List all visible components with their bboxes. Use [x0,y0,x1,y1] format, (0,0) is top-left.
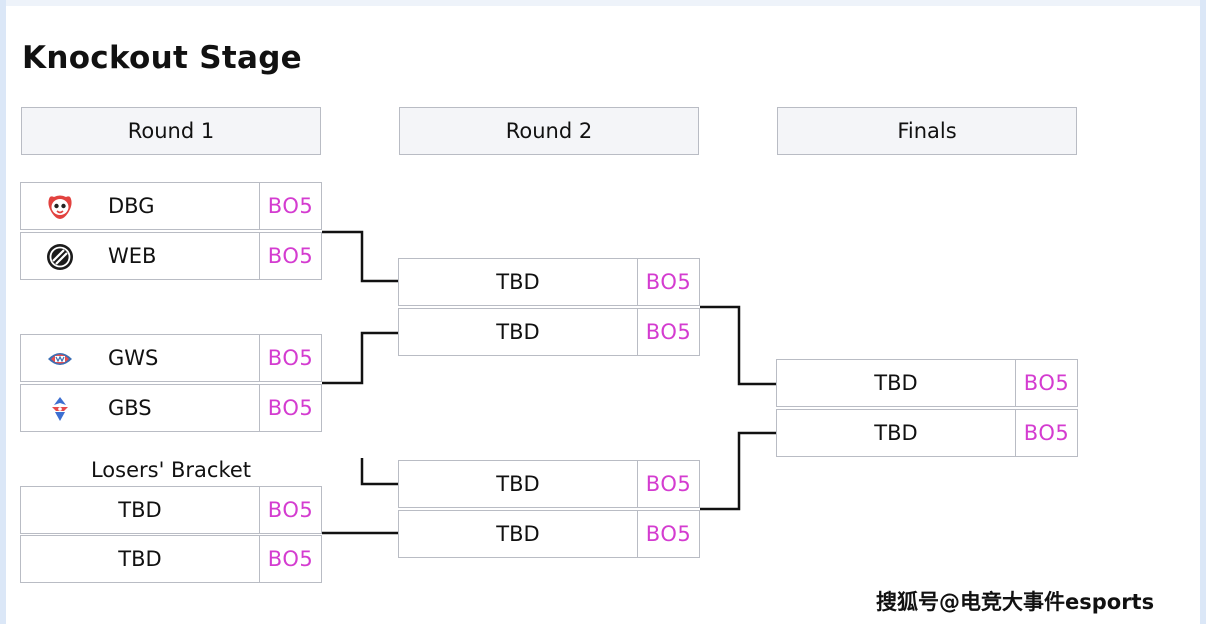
team-name: TBD [118,498,162,522]
match-format-badge: BO5 [1023,421,1070,445]
team-name: WEB [108,244,157,268]
match-format-badge: BO5 [645,320,692,344]
round1-match1-team-a-row[interactable]: DBG BO5 [20,182,322,230]
connector-loser-feed [360,458,399,486]
team-name: GBS [108,396,152,420]
team-name: TBD [496,270,540,294]
gbs-logo-icon [52,397,68,421]
finals-team-b-row[interactable]: TBD BO5 [776,409,1078,457]
match-format-badge: BO5 [267,244,314,268]
round2-match1-team-a-row[interactable]: TBD BO5 [398,258,700,306]
frame-top-edge [0,0,1206,6]
page-title: Knockout Stage [22,40,303,76]
team-name: TBD [496,522,540,546]
match-format-badge: BO5 [645,522,692,546]
losers-bracket-label: Losers' Bracket [90,458,252,482]
round1-match2-team-a-row[interactable]: GWS BO5 [20,334,322,382]
web-logo-icon [47,244,73,270]
match-format-badge: BO5 [267,194,314,218]
connector-r1m1-to-r2m1 [322,230,399,283]
dbg-logo-icon [48,195,72,219]
finals-header: Finals [777,107,1077,155]
team-name: TBD [874,371,918,395]
frame-left-edge [0,0,6,624]
connector-r2m2-to-finals [700,431,777,511]
finals-team-a-row[interactable]: TBD BO5 [776,359,1078,407]
round2-match1-team-b-row[interactable]: TBD BO5 [398,308,700,356]
team-name: TBD [118,547,162,571]
match-format-badge: BO5 [645,472,692,496]
watermark-text: 搜狐号@电竞大事件esports [876,590,1155,614]
round-2-header: Round 2 [399,107,699,155]
round1-match2-team-b-row[interactable]: GBS BO5 [20,384,322,432]
connector-r2m1-to-finals [700,305,777,386]
team-name: DBG [108,194,155,218]
round2-match2-team-a-row[interactable]: TBD BO5 [398,460,700,508]
losers-match-team-a-row[interactable]: TBD BO5 [20,486,322,534]
match-format-badge: BO5 [1023,371,1070,395]
match-format-badge: BO5 [645,270,692,294]
match-format-badge: BO5 [267,547,314,571]
gws-logo-icon [48,353,72,365]
round-1-header: Round 1 [21,107,321,155]
match-format-badge: BO5 [267,346,314,370]
team-name: TBD [496,320,540,344]
frame-right-edge [1200,0,1206,624]
connector-r1m2-to-r2m1 [322,331,399,385]
team-name: GWS [108,346,159,370]
match-format-badge: BO5 [267,498,314,522]
round2-match2-team-b-row[interactable]: TBD BO5 [398,510,700,558]
team-name: TBD [874,421,918,445]
round1-match1-team-b-row[interactable]: WEB BO5 [20,232,322,280]
match-format-badge: BO5 [267,396,314,420]
losers-match-team-b-row[interactable]: TBD BO5 [20,535,322,583]
team-name: TBD [496,472,540,496]
